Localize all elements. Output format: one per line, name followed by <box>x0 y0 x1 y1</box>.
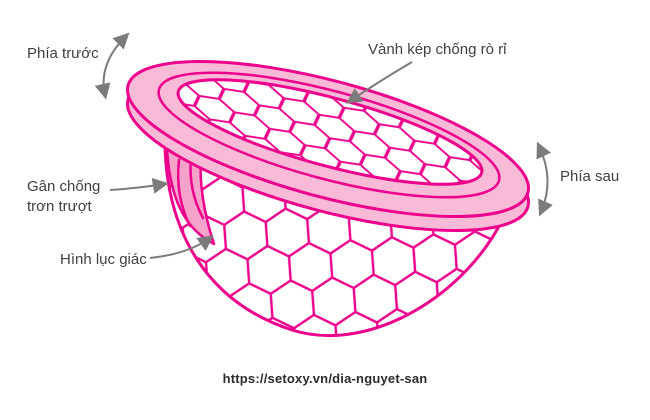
label-anti-slip: Gân chống trơn trượt <box>27 178 101 216</box>
label-back: Phía sau <box>560 168 620 185</box>
disc-body-hexagon-shell <box>163 146 511 338</box>
label-hexagon: Hình lục giác <box>60 251 147 268</box>
source-url: https://setoxy.vn/dia-nguyet-san <box>222 371 428 386</box>
label-front: Phía trước <box>27 45 99 62</box>
hexagon-pointer-arrow <box>149 235 214 259</box>
label-double-rim: Vành kép chống rò rỉ <box>368 41 507 58</box>
disc-opening <box>176 78 484 186</box>
front-direction-arrow <box>94 32 130 100</box>
double-rim-pointer-arrow <box>346 61 413 104</box>
rim-inner-ridge-line <box>157 71 501 199</box>
anti-slip-pointer-arrow <box>109 177 169 194</box>
anti-slip-ribs-shape <box>165 148 216 246</box>
back-direction-arrow <box>536 141 553 217</box>
